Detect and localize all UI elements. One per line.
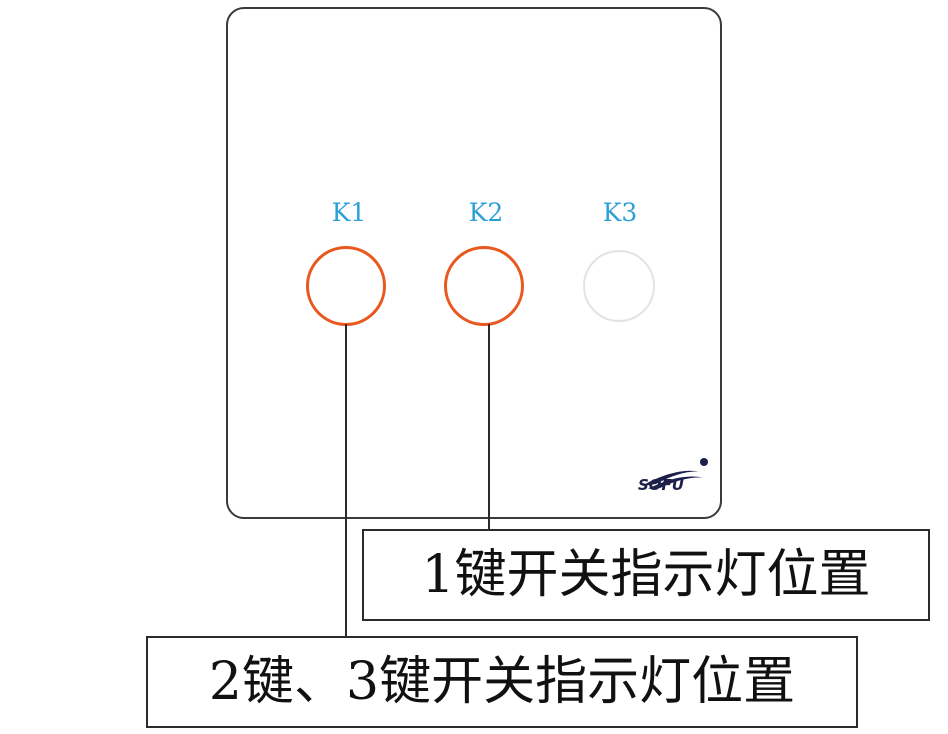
leader-line-key23: [345, 324, 347, 638]
key-indicator-k1: [306, 246, 386, 326]
callout-key23-indicator: 2键、3键开关指示灯位置: [146, 636, 858, 728]
sofu-swoosh-icon: [642, 458, 708, 489]
logo-text: SOFU: [638, 476, 684, 494]
key-indicator-k2: [444, 246, 524, 326]
key-indicator-k3: [583, 250, 655, 322]
callout-key1-indicator: 1键开关指示灯位置: [362, 529, 930, 621]
key-label-k3: K3: [602, 198, 638, 227]
key-label-k1: K1: [331, 198, 367, 227]
sofu-logo-icon: SOFU: [634, 456, 714, 500]
key-label-k2: K2: [468, 198, 504, 227]
leader-line-key1: [488, 324, 490, 530]
